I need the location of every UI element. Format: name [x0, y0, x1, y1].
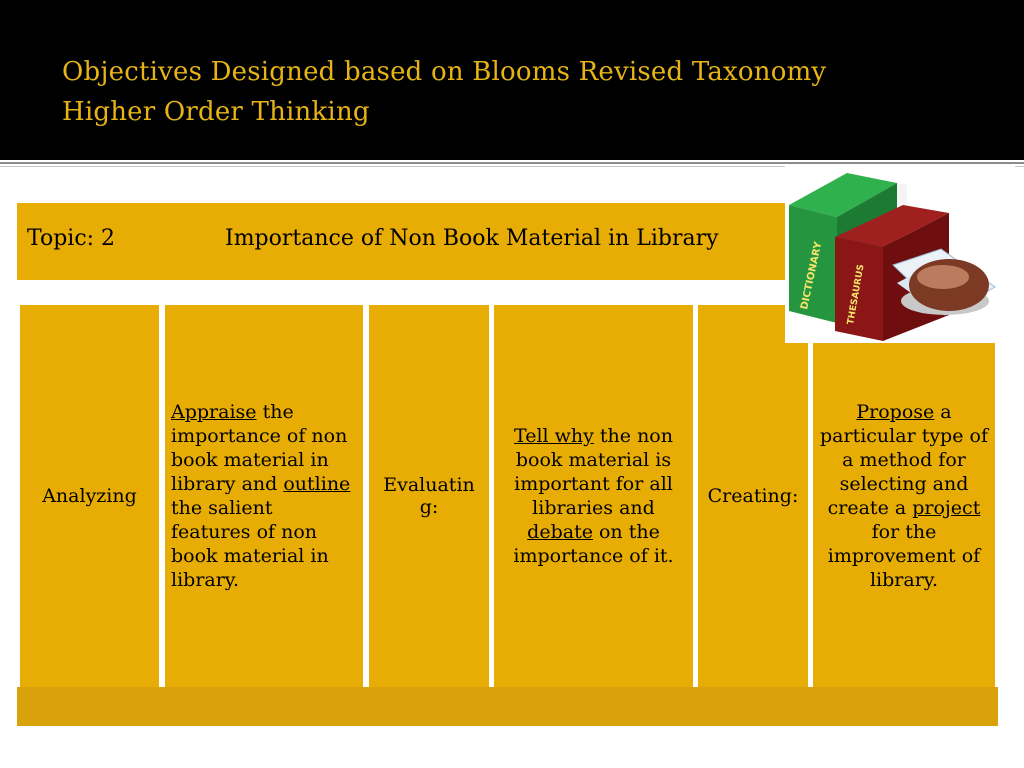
- table-footer-band: [17, 687, 998, 726]
- evaluating-label: Evaluating:: [383, 474, 475, 518]
- evaluating-objective: Tell why the non book material is import…: [500, 424, 687, 568]
- slide-title: Objectives Designed based on Blooms Revi…: [62, 52, 826, 132]
- analyzing-text-part2: the salient features of non book materia…: [171, 497, 329, 591]
- topic-title: Importance of Non Book Material in Libra…: [225, 226, 719, 251]
- thesaurus-book-top: [835, 205, 949, 247]
- analyzing-objective-cell: Appraise the importance of non book mate…: [165, 305, 363, 687]
- divider-line-thin: [0, 166, 1024, 167]
- creating-objective: Propose a particular type of a method fo…: [819, 400, 989, 592]
- creating-text-part2: for the improvement of library.: [827, 521, 981, 591]
- analyzing-label: Analyzing: [42, 485, 137, 507]
- creating-objective-cell: Propose a particular type of a method fo…: [813, 305, 995, 687]
- propose-verb: Propose: [856, 401, 935, 423]
- appraise-verb: Appraise: [171, 401, 257, 423]
- evaluating-text-part1: the non book material is important for a…: [514, 425, 673, 519]
- analyzing-text-part1: the importance of non book material in l…: [171, 401, 348, 495]
- title-bar: Objectives Designed based on Blooms Revi…: [0, 0, 1024, 160]
- debate-verb: debate: [527, 521, 593, 543]
- objectives-table: Analyzing Appraise the importance of non…: [17, 305, 998, 687]
- slide-title-line-2: Higher Order Thinking: [62, 97, 370, 127]
- evaluating-text-part2: on the importance of it.: [513, 521, 674, 567]
- analyzing-objective: Appraise the importance of non book mate…: [171, 400, 357, 592]
- creating-label-cell: Creating:: [698, 305, 808, 687]
- topic-label: Topic: 2: [27, 226, 116, 251]
- tell-why-verb: Tell why: [514, 425, 594, 447]
- sphere-highlight: [917, 265, 969, 289]
- thesaurus-book-spine: [835, 237, 883, 341]
- dictionary-book-spine: [789, 205, 837, 323]
- evaluating-label-cell: Evaluating:: [369, 305, 489, 687]
- books-icon: DICTIONARY THESAURUS: [789, 173, 996, 341]
- divider-line: [0, 162, 1024, 164]
- books-clipart: DICTIONARY THESAURUS: [785, 165, 1015, 343]
- dictionary-book-top: [789, 173, 897, 217]
- creating-text-part1: a particular type of a method for select…: [820, 401, 988, 519]
- analyzing-label-cell: Analyzing: [20, 305, 159, 687]
- outline-verb: outline: [283, 473, 351, 495]
- slide-title-line-1: Objectives Designed based on Blooms Revi…: [62, 57, 827, 87]
- project-verb: project: [912, 497, 981, 519]
- evaluating-objective-cell: Tell why the non book material is import…: [494, 305, 693, 687]
- creating-label: Creating:: [707, 485, 799, 507]
